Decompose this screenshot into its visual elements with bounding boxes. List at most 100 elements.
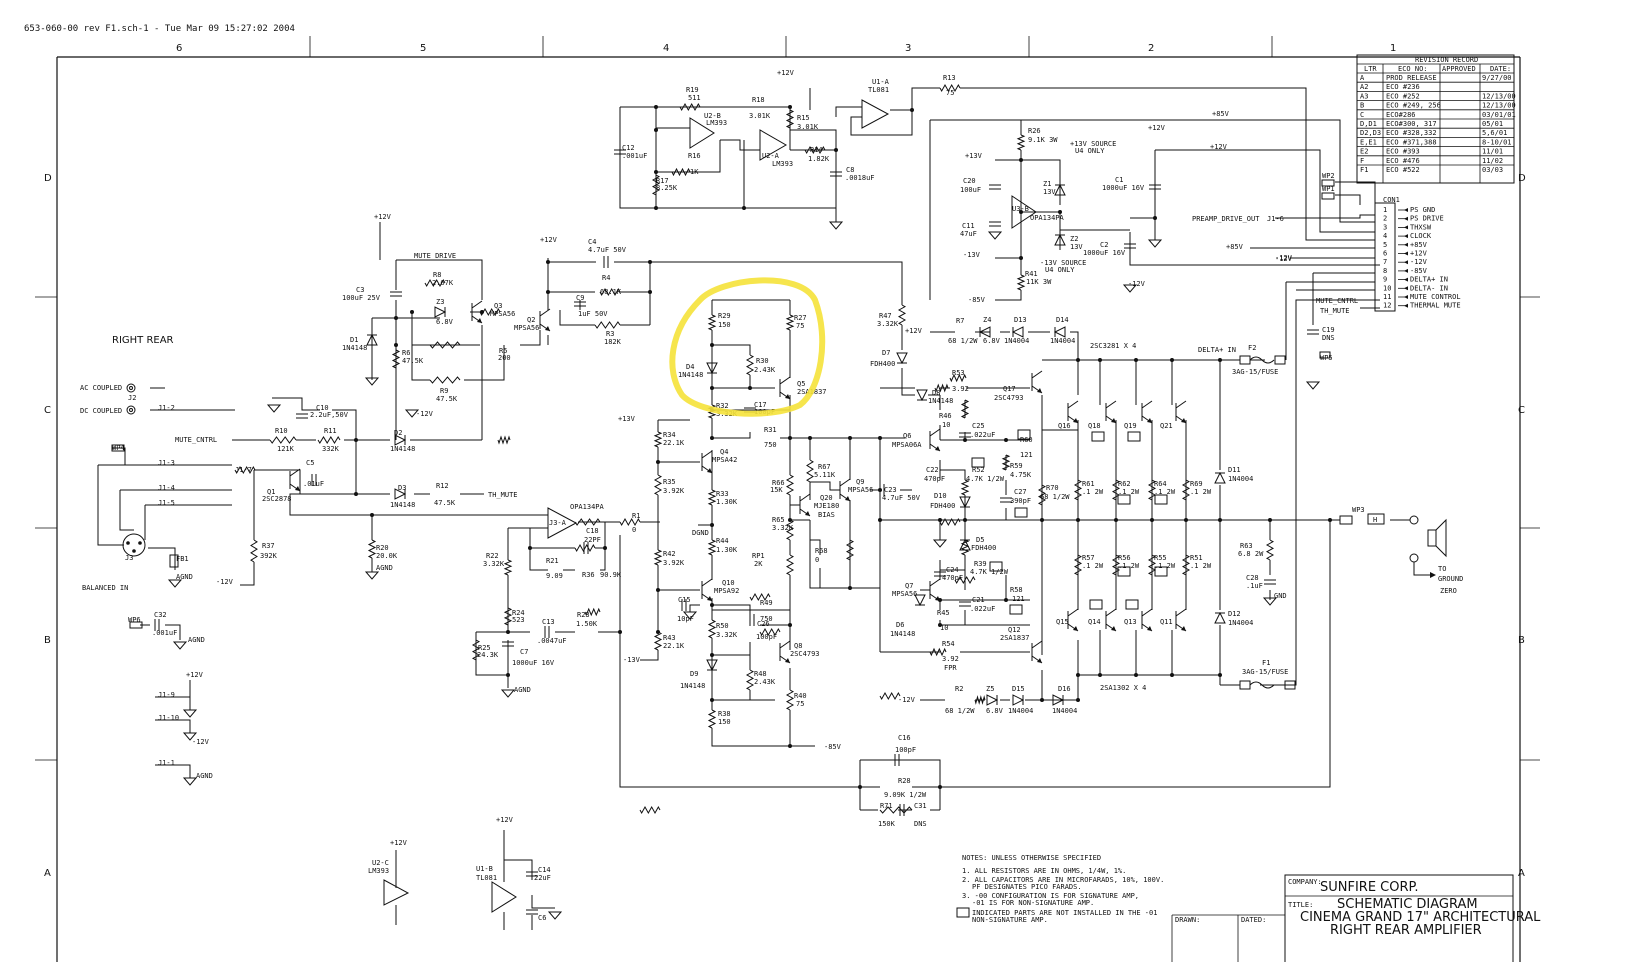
dc-coupled-label: DC COUPLED [80,407,122,415]
zone-col-5: 5 [420,43,426,54]
label-r17: R17 [656,177,669,185]
label-c24v: 470pF [942,574,963,582]
label-r58: R58 [1010,586,1023,594]
label-d9p: 1N4148 [680,682,705,690]
label-c21v: .022uF [970,605,995,613]
title-label: TITLE: [1288,901,1313,909]
label-r1: R1 [632,512,640,520]
label-c5: C5 [306,459,314,467]
label-d9: D9 [690,670,698,678]
label-j3a: J3-A [549,519,567,527]
resistor [785,109,795,129]
label-d8: D8 [932,389,940,397]
label-q9: Q9 [856,478,864,486]
label-c31v: DNS [914,820,927,828]
label-z5: Z5 [986,685,994,693]
label-agnd4: AGND [188,636,205,644]
resistor [619,517,641,527]
resistor [707,539,717,556]
resistor [594,321,621,329]
con1-pin-label: -12V [1410,258,1428,266]
con1-pin-label: -85V [1410,267,1428,275]
label-r20v: 20.0K [376,552,398,560]
label-r31v: 750 [764,441,777,449]
zone-col-4: 4 [663,43,669,54]
resistor [1147,479,1157,501]
diode [959,496,971,509]
connector-net-label: WP1 [1322,185,1335,193]
label-r46v: 10 [942,421,950,429]
label-c14v: 22uF [534,874,551,882]
diode-symbols [366,183,1226,706]
resistor [653,474,663,496]
rev-cell: ECO #476 [1386,157,1420,165]
rev-cell: A2 [1360,83,1368,91]
label-r46: R46 [939,412,952,420]
label-r42v: 3.92K [663,559,685,567]
rev-cell: E,E1 [1360,138,1377,146]
label-j17: J1-7 [235,466,252,474]
label-wp5: WP5 [1320,354,1333,362]
label-r27v: 75 [796,322,804,330]
diode [978,326,991,338]
resistor [250,539,258,563]
label-z4: Z4 [983,316,991,324]
label-r12: R12 [436,482,449,490]
label-r70v: 68 1/2W [1040,493,1070,501]
con1-pin-number: 3 [1383,223,1387,231]
tp-wp5 [1319,351,1331,359]
label-r33v: 1.30K [716,498,738,506]
label-u2ap: LM393 [772,160,793,168]
label-r13v: 75 [946,89,954,97]
label-r67v: 5.11K [814,471,836,479]
label-r25: R25 [478,644,491,652]
resistor [584,607,601,617]
label-f1: F1 [1262,659,1270,667]
resistor [949,373,967,383]
label-d6p: 1N4148 [890,630,915,638]
resistor [939,83,961,93]
label-src13b: U4 ONLY [1075,147,1105,155]
label-r23v: 1.50K [576,620,598,628]
label-wp4: WP4 [112,444,125,452]
ground-icon [172,641,188,650]
resistor [1037,484,1047,506]
ground-icon [266,404,282,413]
label-d7p: FDH400 [870,360,895,368]
label-m13: -13V [963,251,981,259]
label-q11: Q11 [1160,618,1173,626]
label-ground: GROUND [1438,575,1463,583]
label-r4: R4 [602,274,610,282]
label-d12p: 1N4004 [1228,619,1253,627]
label-r45v: 10 [940,624,948,632]
label-r34v: 22.1K [663,439,685,447]
con1-pin-number: 11 [1383,293,1391,301]
rev-cell: A [1360,74,1365,82]
label-q3: Q3 [494,302,502,310]
label-q1p: 2SC2878 [262,495,292,503]
label-agnd1: AGND [376,564,393,572]
label-q7p: MPSA56 [892,590,917,598]
label-c9v: 1uF 50V [578,310,608,318]
label-r12v: 47.5K [434,499,456,507]
label-c15v: 10pF [677,615,694,623]
label-c1: C1 [1115,176,1123,184]
label-wp6: WP6 [128,616,141,624]
label-c26: C26 [757,620,770,628]
label-r22: R22 [486,552,499,560]
label-c28: C28 [1246,574,1259,582]
ground-icon [500,689,516,698]
opamp-u2c [383,879,410,906]
note-4b: NON-SIGNATURE AMP. [972,916,1048,924]
label-m12b: -12V [1128,280,1146,288]
connector-net-label: TH_MUTE [1320,307,1350,315]
capacitor-symbols [154,149,1319,915]
label-r56v: .1 2W [1118,562,1140,570]
label-r64v: .1 2W [1154,488,1176,496]
label-d10p: FDH400 [930,502,955,510]
label-c27: C27 [1014,488,1027,496]
label-mute: MUTE DRIVE [414,252,456,260]
resistor [1147,554,1157,576]
resistor-symbols [234,83,1275,815]
